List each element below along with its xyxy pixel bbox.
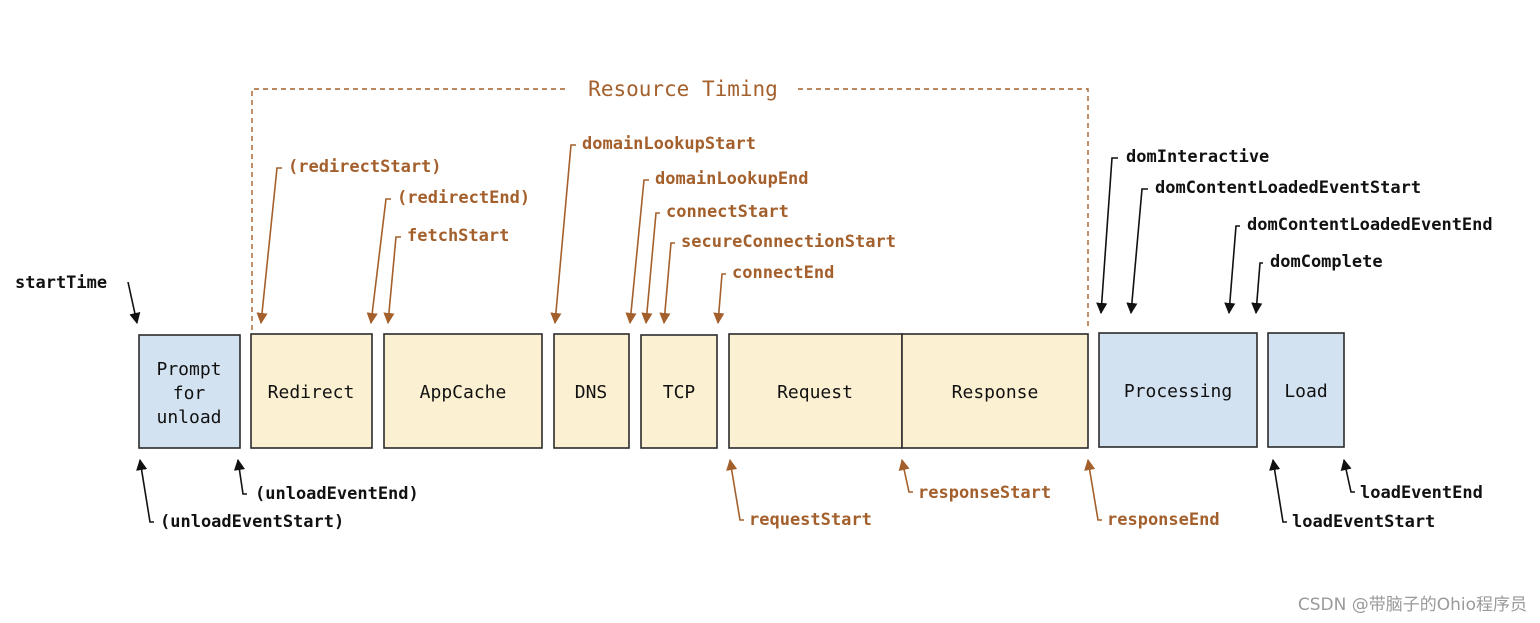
marker-domain-lookup-end: domainLookupEnd [625, 169, 809, 325]
phase-request-label: Request [777, 382, 853, 403]
marker-redirect-start-arrow [256, 167, 282, 325]
marker-unload-event-end-label: (unloadEventEnd) [255, 484, 419, 504]
marker-dcl-end-label: domContentLoadedEventEnd [1247, 215, 1493, 235]
phase-prompt-line-1: Prompt [156, 359, 221, 380]
marker-load-event-end: loadEventEnd [1340, 458, 1483, 503]
phase-appcache-label: AppCache [420, 382, 507, 403]
marker-response-start: responseStart [898, 458, 1051, 503]
marker-domain-lookup-start-arrow [550, 144, 576, 325]
phase-appcache: AppCache [383, 333, 543, 449]
marker-fetch-start: fetchStart [383, 226, 509, 325]
marker-start-time-label: startTime [15, 273, 107, 293]
marker-load-event-end-arrow [1340, 458, 1355, 493]
phase-dns-label: DNS [575, 382, 608, 403]
resource-timing-title: Resource Timing [588, 77, 778, 101]
marker-redirect-start-label: (redirectStart) [288, 157, 442, 177]
marker-response-start-arrow [898, 458, 913, 493]
resource-timing-bracket: Resource Timing [251, 77, 1089, 330]
marker-load-event-end-label: loadEventEnd [1360, 483, 1483, 503]
marker-domain-lookup-start-label: domainLookupStart [582, 134, 756, 154]
marker-secure-connection-start: secureConnectionStart [659, 232, 896, 325]
marker-fetch-start-arrow [383, 236, 401, 325]
phase-prompt-line-2: for [173, 383, 206, 404]
phase-response: Response [901, 333, 1089, 449]
marker-redirect-end-label: (redirectEnd) [397, 188, 530, 208]
marker-dom-complete-arrow [1251, 262, 1263, 315]
marker-connect-end: connectEnd [713, 263, 834, 325]
marker-request-start-label: requestStart [749, 510, 872, 530]
marker-dcl-end-arrow [1224, 225, 1240, 315]
marker-connect-start-arrow [641, 212, 660, 325]
marker-response-end-label: responseEnd [1107, 510, 1220, 530]
marker-dom-interactive: domInteractive [1096, 147, 1269, 315]
marker-response-start-label: responseStart [918, 483, 1051, 503]
phase-load-label: Load [1284, 381, 1327, 402]
marker-request-start-arrow [726, 458, 744, 521]
marker-connect-start: connectStart [641, 202, 789, 325]
marker-redirect-end-arrow [366, 198, 391, 325]
phase-processing: Processing [1098, 332, 1258, 448]
phase-prompt-for-unload: Prompt for unload [138, 334, 241, 449]
phase-tcp: TCP [640, 334, 718, 449]
marker-load-event-start-arrow [1269, 458, 1287, 523]
phase-prompt-line-3: unload [156, 407, 221, 428]
marker-response-end: responseEnd [1084, 458, 1220, 530]
marker-request-start: requestStart [726, 458, 872, 530]
phase-redirect: Redirect [250, 333, 373, 449]
marker-redirect-start: (redirectStart) [256, 157, 442, 325]
marker-response-end-arrow [1084, 458, 1102, 521]
marker-start-time-arrow [127, 281, 141, 325]
marker-connect-end-label: connectEnd [732, 263, 834, 283]
marker-redirect-end: (redirectEnd) [366, 188, 530, 325]
phase-response-label: Response [952, 382, 1039, 403]
marker-secure-connection-start-label: secureConnectionStart [681, 232, 896, 252]
phase-dns: DNS [553, 333, 630, 449]
marker-start-time: startTime [15, 273, 141, 325]
marker-domain-lookup-start: domainLookupStart [550, 134, 756, 325]
phase-request: Request [728, 333, 903, 449]
marker-load-event-start-label: loadEventStart [1292, 512, 1435, 532]
marker-dom-complete: domComplete [1251, 252, 1383, 315]
phase-redirect-label: Redirect [268, 382, 355, 403]
marker-dcl-start-arrow [1126, 188, 1148, 315]
marker-unload-event-start-label: (unloadEventStart) [160, 512, 344, 532]
marker-dcl-end: domContentLoadedEventEnd [1224, 215, 1493, 315]
marker-dcl-start: domContentLoadedEventStart [1126, 178, 1421, 315]
marker-dom-complete-label: domComplete [1270, 252, 1383, 272]
phase-processing-label: Processing [1124, 381, 1232, 402]
marker-domain-lookup-end-label: domainLookupEnd [655, 169, 809, 189]
marker-load-event-start: loadEventStart [1269, 458, 1435, 532]
marker-unload-event-end-arrow [233, 458, 247, 495]
marker-secure-connection-start-arrow [659, 242, 675, 325]
phase-tcp-label: TCP [663, 382, 696, 403]
watermark: CSDN @带脑子的Ohio程序员 [1298, 595, 1527, 615]
marker-dom-interactive-label: domInteractive [1126, 147, 1269, 167]
marker-fetch-start-label: fetchStart [407, 226, 509, 246]
marker-dom-interactive-arrow [1096, 157, 1118, 315]
marker-connect-end-arrow [713, 273, 726, 325]
phase-load: Load [1267, 332, 1345, 448]
marker-unload-event-end: (unloadEventEnd) [233, 458, 419, 504]
marker-unload-event-start: (unloadEventStart) [136, 458, 344, 532]
marker-dcl-start-label: domContentLoadedEventStart [1155, 178, 1421, 198]
marker-domain-lookup-end-arrow [625, 179, 649, 325]
marker-unload-event-start-arrow [136, 458, 154, 523]
marker-connect-start-label: connectStart [666, 202, 789, 222]
